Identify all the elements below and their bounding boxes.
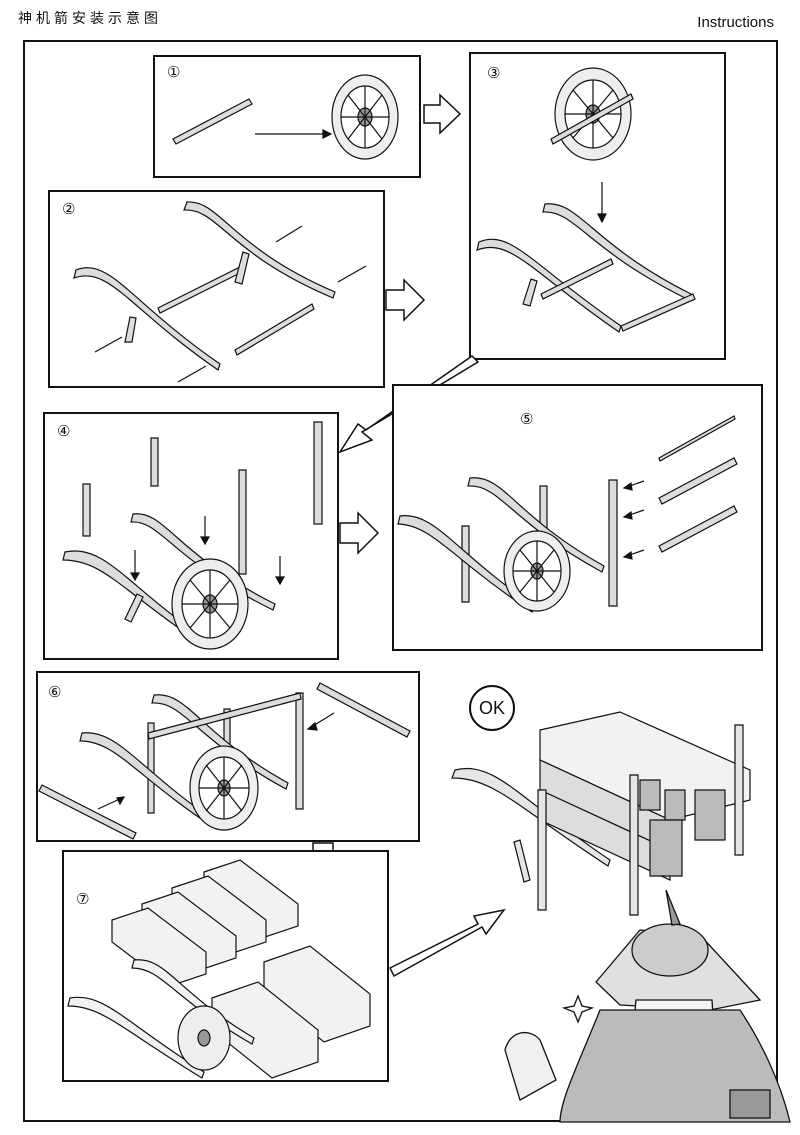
outer-frame <box>23 40 778 1122</box>
step-7-panel: ⑦ <box>62 850 389 1082</box>
step-3-panel: ③ <box>469 52 726 360</box>
page-title-en: Instructions <box>697 14 774 31</box>
step-5-illustration <box>394 386 765 653</box>
step-2-illustration <box>50 192 387 390</box>
step-7-illustration <box>64 852 391 1084</box>
step-1-illustration <box>155 57 423 180</box>
step-6-illustration <box>38 673 422 844</box>
step-7-number: ⑦ <box>76 890 90 908</box>
step-2-panel: ② <box>48 190 385 388</box>
step-5-panel: ⑤ <box>392 384 763 651</box>
step-3-number: ③ <box>487 64 501 82</box>
step-5-number: ⑤ <box>520 410 534 428</box>
step-6-panel: ⑥ <box>36 671 420 842</box>
ok-badge: OK <box>469 685 515 731</box>
step-2-number: ② <box>62 200 76 218</box>
step-6-number: ⑥ <box>48 683 62 701</box>
step-4-panel: ④ <box>43 412 339 660</box>
step-1-number: ① <box>167 63 181 81</box>
page-title-cn: 神机箭安装示意图 <box>18 11 162 27</box>
step-3-illustration <box>471 54 728 362</box>
step-1-panel: ① <box>153 55 421 178</box>
step-4-number: ④ <box>57 422 71 440</box>
step-4-illustration <box>45 414 341 662</box>
